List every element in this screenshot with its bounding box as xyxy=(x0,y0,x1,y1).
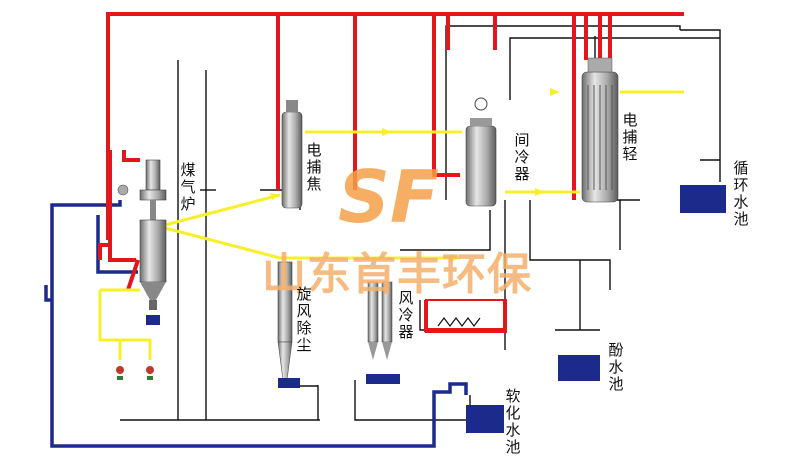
electric-tar-catcher xyxy=(281,100,303,209)
indirect-cooler-label: 间冷器 xyxy=(514,131,530,183)
electric-light-oil-catcher-label: 电捕轻 xyxy=(622,111,638,163)
air-cooler-label: 风冷器 xyxy=(398,289,414,341)
indirect-cooler xyxy=(465,97,497,207)
softened-water-pool xyxy=(466,405,504,433)
softened-water-lines xyxy=(44,200,468,448)
heater-coil xyxy=(425,299,507,333)
drain-valves xyxy=(116,366,154,380)
flow-arrows xyxy=(270,88,560,262)
watermark-company-name: 山东首丰环保 xyxy=(262,249,532,300)
cyclone-dust-collector xyxy=(277,261,300,388)
tar-gas-lines xyxy=(98,90,684,360)
phenol-water-pool-label: 酚水池 xyxy=(608,341,624,393)
cyclone-dust-removal-label: 旋风除尘 xyxy=(296,285,312,354)
watermark-logo: SF xyxy=(338,155,439,239)
electric-tar-catcher-label: 电捕焦 xyxy=(306,141,322,193)
phenol-water-pool xyxy=(558,355,600,381)
circulating-water-pool-label: 循环水池 xyxy=(733,159,749,228)
gas-furnace xyxy=(117,159,167,310)
gas-furnace-label: 煤气炉 xyxy=(180,161,196,213)
softened-water-pool-label: 软化水池 xyxy=(505,387,521,456)
electric-light-oil-catcher xyxy=(581,57,619,203)
air-cooler xyxy=(366,281,400,384)
circulating-water-pool xyxy=(680,185,726,213)
ash-bin xyxy=(146,315,160,325)
